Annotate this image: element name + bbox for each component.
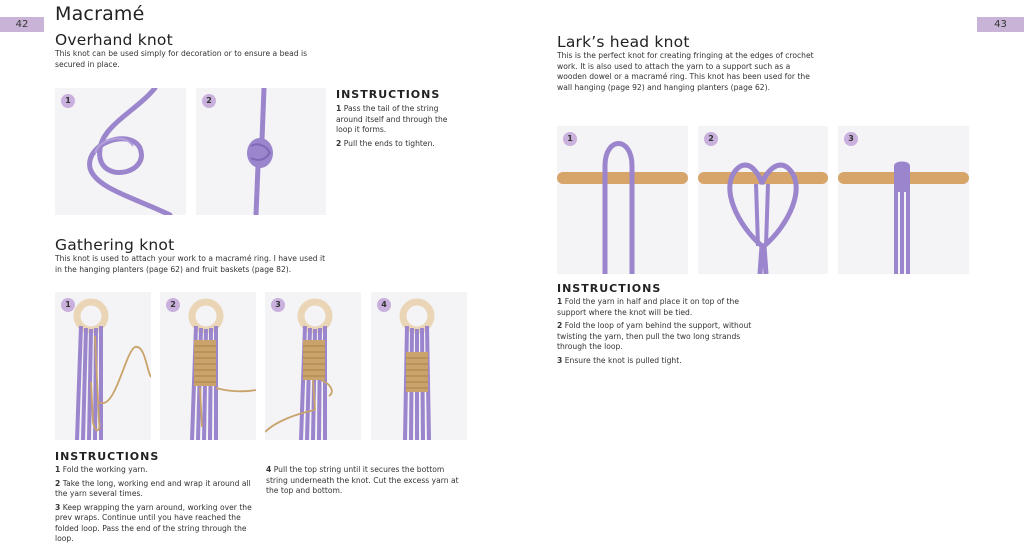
step-badge: 4 xyxy=(377,298,391,312)
gathering-step-1-photo: 1 xyxy=(55,292,151,440)
gathering-step-4-photo: 4 xyxy=(371,292,467,440)
gathering-step-3-illustration xyxy=(265,298,333,440)
step-badge: 3 xyxy=(844,132,858,146)
larks-step-1-photo: 1 xyxy=(557,126,688,274)
page-number-right: 43 xyxy=(977,17,1024,32)
gathering-instructions-heading: INSTRUCTIONS xyxy=(55,450,160,463)
step-badge: 3 xyxy=(271,298,285,312)
instruction-step: 2 Fold the loop of yarn behind the suppo… xyxy=(557,321,752,351)
gathering-instructions-col2: 4 Pull the top string until it secures t… xyxy=(266,465,466,500)
larks-step-3-photo: 3 xyxy=(838,126,969,274)
overhand-step-1-photo: 1 xyxy=(55,88,186,215)
larks-instructions-heading: INSTRUCTIONS xyxy=(557,282,662,295)
larks-step-3-illustration xyxy=(838,161,969,274)
instruction-step: 1 Fold the working yarn. xyxy=(55,465,148,474)
overhand-step-2-photo: 2 xyxy=(196,88,326,215)
step-badge: 2 xyxy=(202,94,216,108)
larks-step-2-photo: 2 xyxy=(698,126,828,274)
gathering-knot-title: Gathering knot xyxy=(55,236,175,254)
larks-instructions-list: 1 Fold the yarn in half and place it on … xyxy=(557,297,762,369)
overhand-knot-title: Overhand knot xyxy=(55,31,173,49)
instruction-step: 3 Ensure the knot is pulled tight. xyxy=(557,355,682,365)
instruction-step: 1 Pass the tail of the string around its… xyxy=(336,104,448,134)
overhand-loose-knot-illustration xyxy=(87,88,173,215)
overhand-instructions-list: 1 Pass the tail of the string around its… xyxy=(336,104,456,152)
gathering-step-4-illustration xyxy=(399,298,435,440)
overhand-knot-description: This knot can be used simply for decorat… xyxy=(55,49,308,69)
larks-step-1-illustration xyxy=(557,141,688,274)
step-badge: 1 xyxy=(61,298,75,312)
step-badge: 1 xyxy=(563,132,577,146)
overhand-instructions-heading: INSTRUCTIONS xyxy=(336,88,441,101)
step-badge: 1 xyxy=(61,94,75,108)
instruction-step: 2 Take the long, working end and wrap it… xyxy=(55,478,251,499)
gathering-knot-description: This knot is used to attach your work to… xyxy=(55,254,326,274)
larks-step-2-illustration xyxy=(698,162,828,274)
step-badge: 2 xyxy=(166,298,180,312)
overhand-tight-knot-illustration xyxy=(247,88,273,215)
instruction-step: 4 Pull the top string until it secures t… xyxy=(266,465,459,495)
instruction-step: 2 Pull the ends to tighten. xyxy=(336,138,435,148)
page-number-left: 42 xyxy=(0,17,44,32)
gathering-step-2-illustration xyxy=(188,298,256,440)
larks-head-knot-title: Lark’s head knot xyxy=(557,33,690,51)
gathering-step-1-illustration xyxy=(73,298,151,440)
larks-head-knot-description: This is the perfect knot for creating fr… xyxy=(557,51,814,92)
step-badge: 2 xyxy=(704,132,718,146)
instruction-step: 3 Keep wrapping the yarn around, working… xyxy=(55,502,252,544)
gathering-step-3-photo: 3 xyxy=(265,292,361,440)
gathering-instructions-col1: 1 Fold the working yarn. 2 Take the long… xyxy=(55,465,255,548)
chapter-title: Macramé xyxy=(55,3,145,25)
gathering-step-2-photo: 2 xyxy=(160,292,256,440)
instruction-step: 1 Fold the yarn in half and place it on … xyxy=(557,297,740,317)
